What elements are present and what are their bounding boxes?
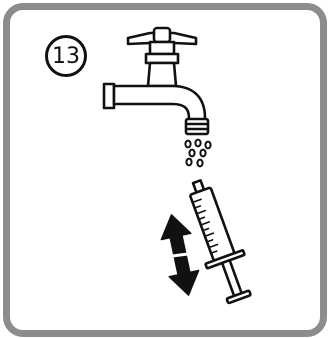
water-drops-icon bbox=[185, 140, 210, 167]
water-tap-icon bbox=[104, 28, 208, 134]
up-down-arrow-icon bbox=[157, 212, 203, 298]
